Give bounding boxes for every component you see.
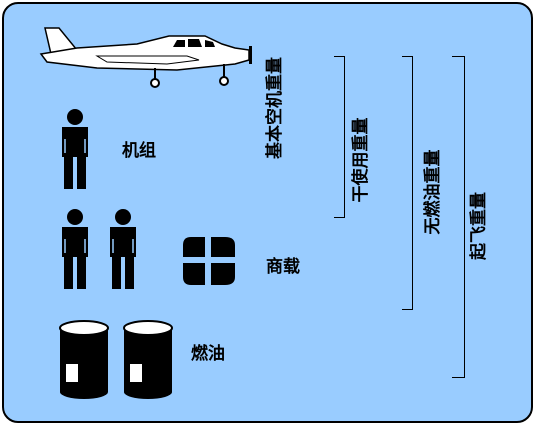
crew-label: 机组 xyxy=(122,141,156,161)
airplane-icon xyxy=(39,27,252,88)
cargo-icon xyxy=(183,237,235,285)
takeoff-weight-label: 起飞重量 xyxy=(469,192,489,260)
takeoff-weight-bracket xyxy=(452,56,465,378)
person-icon xyxy=(62,109,88,189)
dry-operating-weight-bracket xyxy=(334,56,345,218)
payload-label: 商载 xyxy=(266,257,300,277)
dry-operating-weight-label: 干使用重量 xyxy=(351,117,371,203)
diagram-panel: 机组 商载 燃油 基本空机重量 干使用重量 无燃 xyxy=(2,2,533,423)
person-icon xyxy=(62,209,88,289)
fuel-label: 燃油 xyxy=(191,344,225,364)
zero-fuel-weight-label: 无燃油重量 xyxy=(423,149,443,235)
fuel-drum-icon xyxy=(59,320,109,399)
basic-empty-weight-label: 基本空机重量 xyxy=(265,57,285,159)
person-icon xyxy=(110,209,136,289)
zero-fuel-weight-bracket xyxy=(402,56,413,310)
fuel-drum-icon xyxy=(123,320,173,399)
